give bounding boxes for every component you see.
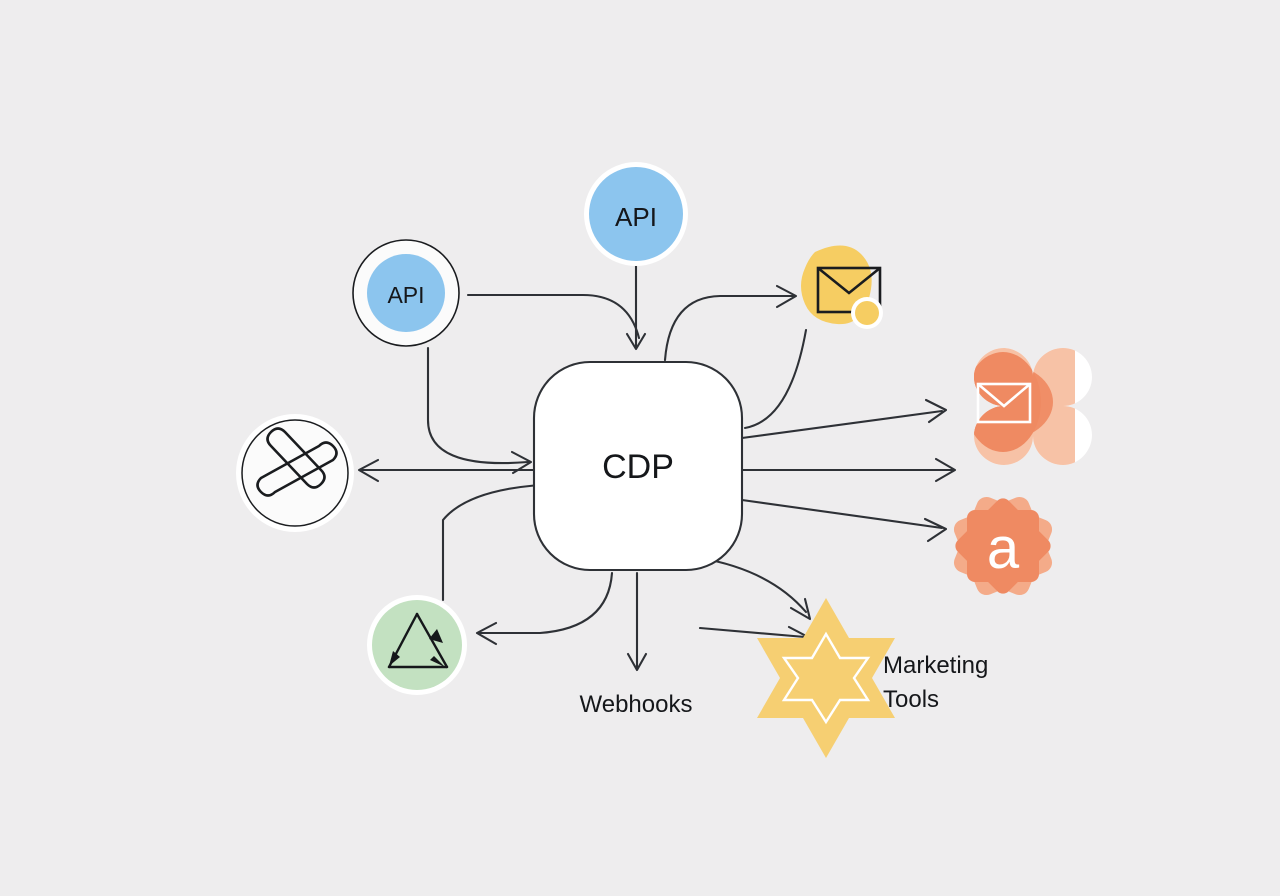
connector-cdp-right-upper-curve: [743, 328, 808, 430]
six-point-star-icon[interactable]: [757, 598, 895, 758]
recycle-triangle-icon: [387, 612, 449, 669]
mail-yellow-node[interactable]: [801, 245, 883, 329]
cycle-node[interactable]: [367, 595, 467, 695]
mail-coral-petal-h: [974, 364, 1053, 440]
connector-cdp-to-mail-coral: [740, 398, 948, 440]
connector-cdp-to-analytics: [740, 498, 948, 543]
marketing-tools-label-line1: Marketing: [883, 652, 988, 679]
api-left-node[interactable]: API: [352, 239, 460, 347]
envelope-flower-flap: [977, 383, 1031, 408]
analytics-star-layer-4: [967, 510, 1039, 582]
connector-api-left-bottom-to-cdp: [426, 346, 533, 475]
connector-api-left-top-to-cdp: [466, 293, 641, 340]
api-left-circle-fill: [367, 254, 445, 332]
cdp-center-node[interactable]: CDP: [532, 360, 744, 572]
cdp-box[interactable]: [532, 360, 744, 572]
connector-cdp-right-middle: [740, 457, 957, 483]
connector-cdp-to-cycle: [475, 571, 614, 646]
api-top-label: API: [615, 202, 657, 232]
letter-a-star-icon: a: [987, 516, 1020, 581]
api-top-circle-icon[interactable]: [589, 167, 683, 261]
envelope-icon[interactable]: [816, 266, 882, 314]
connector-cdp-to-knot: [357, 458, 538, 483]
envelope-flap: [817, 266, 881, 295]
mail-coral-node[interactable]: [953, 340, 1092, 468]
analytics-node[interactable]: a: [951, 494, 1055, 598]
connector-cdp-to-mail-yellow: [663, 284, 798, 362]
connector-cdp-to-marketing-star: [698, 556, 812, 621]
knot-node[interactable]: [236, 414, 354, 532]
marketing-tools-label-line2: Tools: [883, 686, 939, 713]
six-point-star-inner: [781, 631, 871, 725]
webhooks-label: Webhooks: [580, 691, 693, 718]
envelope-flower-icon[interactable]: [976, 382, 1032, 424]
mail-yellow-dot: [855, 301, 879, 325]
connector-api-top-to-cdp: [625, 260, 647, 351]
api-left-label: API: [387, 282, 424, 308]
cdp-label: CDP: [602, 448, 674, 486]
knot-icon: [256, 427, 338, 497]
connector-cdp-to-webhooks: [626, 571, 648, 672]
api-top-node[interactable]: API: [584, 162, 688, 266]
marketing-tools-node[interactable]: Marketing Tools: [757, 598, 988, 758]
